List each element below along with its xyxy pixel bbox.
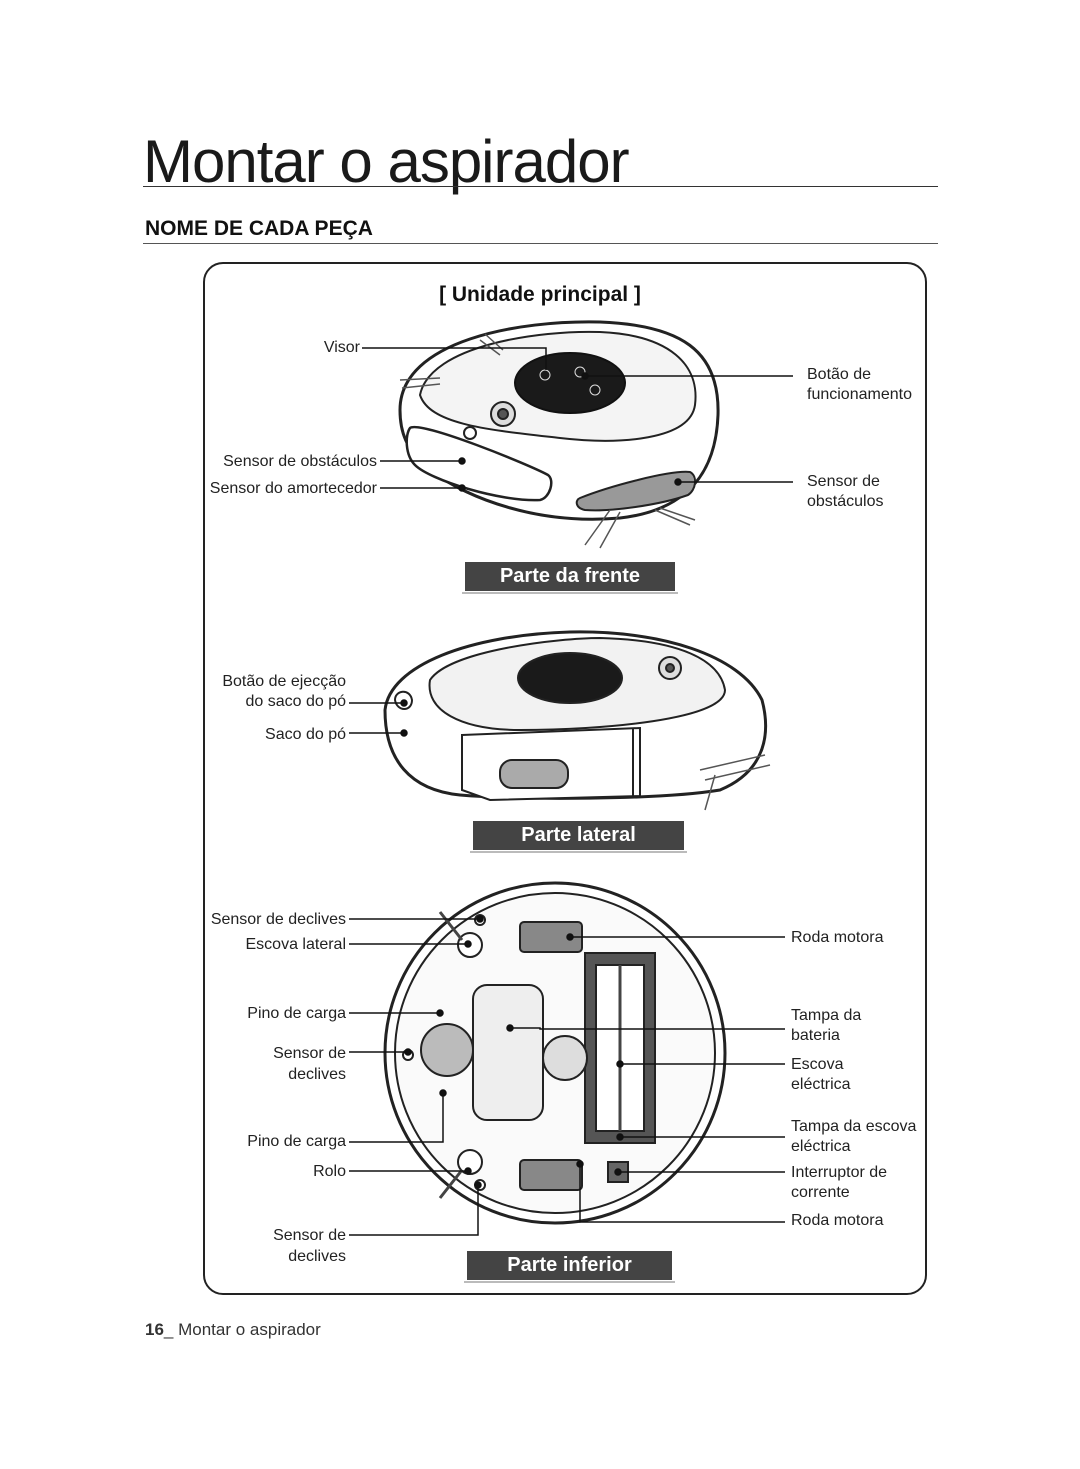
label-power-button-1: Botão de [807,366,872,383]
section-heading: NOME DE CADA PEÇA [145,217,373,240]
label-cliff-sensor-mid-2: declives [288,1066,346,1083]
label-eject-button-2: do saco do pó [245,693,346,710]
label-brush-cover-1: Tampa da escova [791,1118,917,1135]
side-view-leaders [349,699,408,737]
label-drive-wheel-top: Roda motora [791,929,884,946]
unit-title: [ Unidade principal ] [439,283,641,306]
label-power-button-2: funcionamento [807,386,912,403]
label-cliff-sensor-bot-2: declives [288,1248,346,1265]
caption-side: Parte lateral [470,821,687,853]
label-bumper-sensor: Sensor do amortecedor [209,480,377,497]
label-side-brush: Escova lateral [245,936,347,953]
label-obstacle-sensor-right-2: obstáculos [807,493,884,510]
label-brush-cover-2: eléctrica [791,1138,851,1155]
label-obstacle-sensor-right-1: Sensor de [807,473,880,490]
page-title: Montar o aspirador [143,128,630,195]
label-power-brush-1: Escova [791,1056,844,1073]
label-roller: Rolo [313,1163,346,1180]
label-power-switch-1: Interruptor de [791,1164,888,1181]
bottom-view-leaders [349,915,785,1236]
label-dust-bag: Saco do pó [265,726,346,743]
label-charge-pin-top: Pino de carga [247,1005,346,1022]
label-obstacle-sensor-left: Sensor de obstáculos [223,453,377,470]
label-power-switch-2: corrente [791,1184,850,1201]
label-cliff-sensor-bot-1: Sensor de [273,1227,346,1244]
page-footer: 16_ Montar o aspirador [145,1320,321,1340]
label-battery-cover-2: bateria [791,1027,840,1044]
label-drive-wheel-bottom: Roda motora [791,1212,884,1229]
side-view-robot [383,630,771,811]
front-view-leaders [362,347,793,492]
label-eject-button-1: Botão de ejecção [222,673,346,690]
diagram-frame [203,262,927,1295]
label-cliff-sensor-mid-1: Sensor de [273,1045,346,1062]
front-view-robot [398,320,720,549]
caption-front: Parte da frente [462,562,678,594]
caption-bottom: Parte inferior [464,1251,675,1283]
bottom-view-robot [383,881,727,1225]
section-rule [143,243,938,244]
title-rule [143,186,938,187]
footer-text: _ Montar o aspirador [163,1320,321,1339]
label-power-brush-2: eléctrica [791,1076,851,1093]
label-charge-pin-bottom: Pino de carga [247,1133,346,1150]
label-cliff-sensor-top: Sensor de declives [210,911,346,928]
page-number: 16 [145,1320,164,1339]
label-display: Visor [323,339,360,356]
label-battery-cover-1: Tampa da [791,1007,862,1024]
